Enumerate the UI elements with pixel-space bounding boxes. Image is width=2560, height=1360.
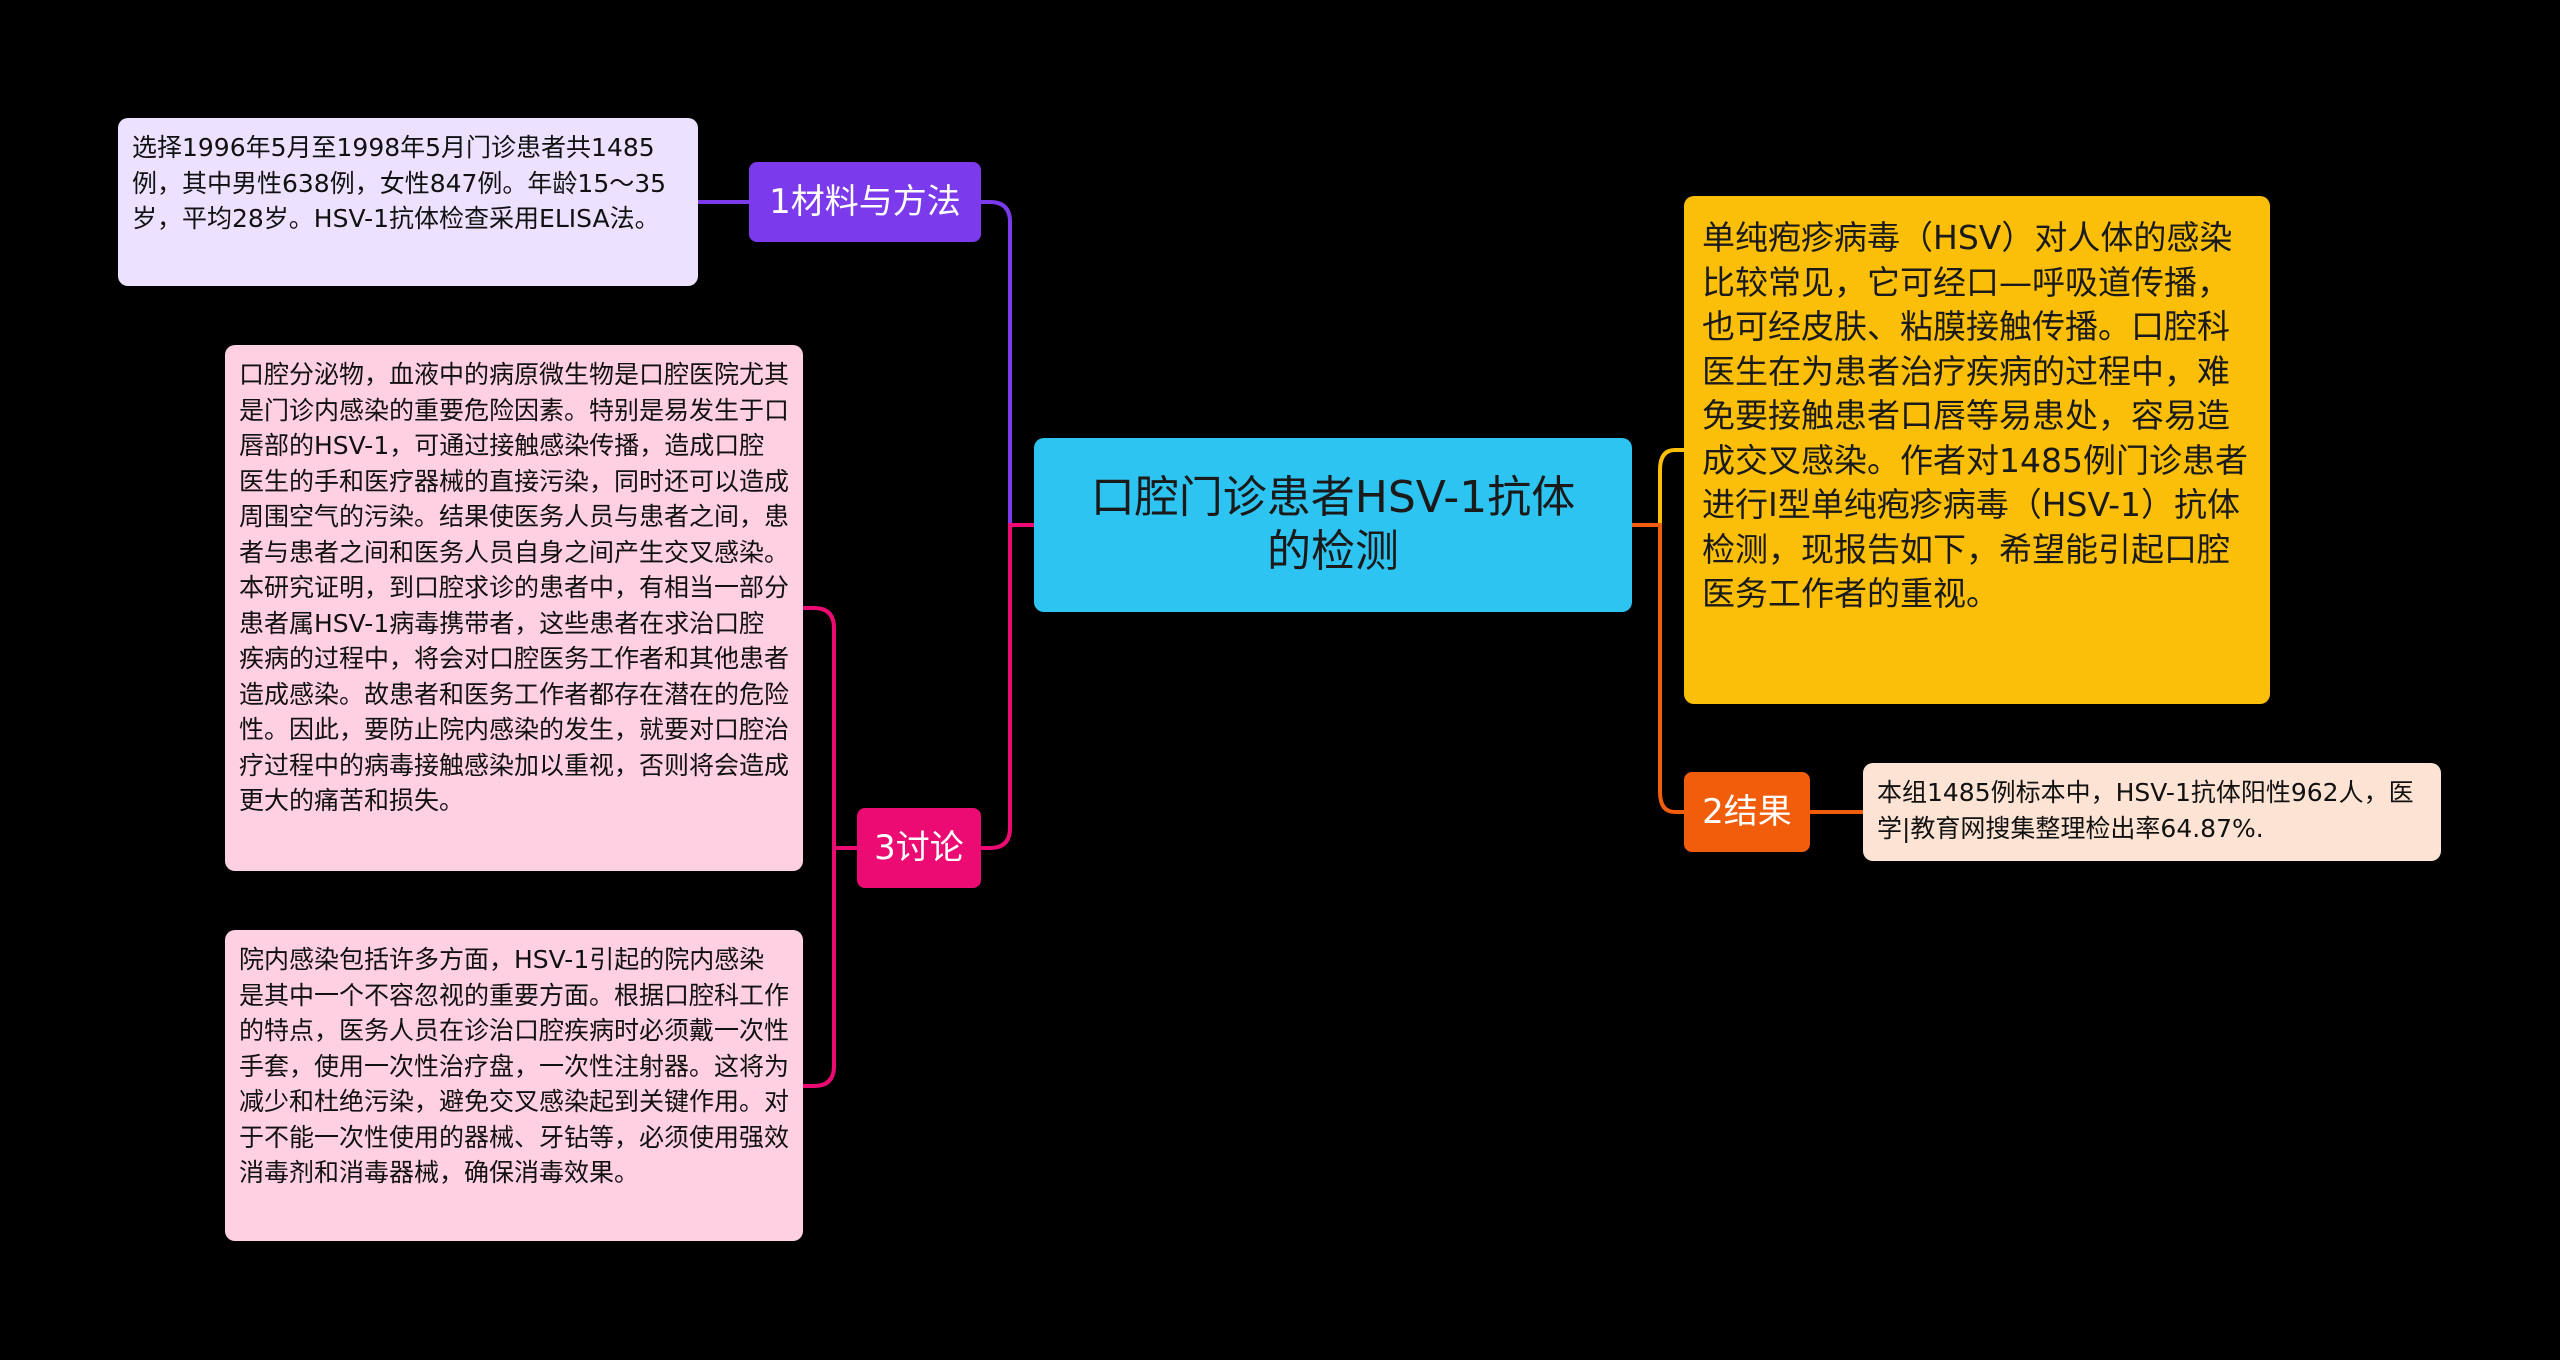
link-root-discussion: [981, 523, 1034, 850]
intro-note-text: 单纯疱疹病毒（HSV）对人体的感染比较常见，它可经口—呼吸道传播，也可经皮肤、粘…: [1702, 218, 2248, 613]
topic-discussion[interactable]: 3讨论: [857, 808, 981, 888]
topic-result[interactable]: 2结果: [1684, 772, 1810, 852]
link-root-method: [981, 200, 1034, 527]
leaf-discussion-1[interactable]: 口腔分泌物，血液中的病原微生物是口腔医院尤其是门诊内感染的重要危险因素。特别是易…: [225, 345, 803, 871]
leaf-method-text: 选择1996年5月至1998年5月门诊患者共1485例，其中男性638例，女性8…: [132, 133, 667, 233]
topic-method-label: 1材料与方法: [769, 182, 961, 222]
topic-result-label: 2结果: [1702, 792, 1792, 832]
link-discussion-leaf2: [803, 846, 857, 1088]
topic-discussion-label: 3讨论: [874, 828, 964, 868]
link-discussion-leaf1: [803, 606, 857, 850]
root-topic-label: 口腔门诊患者HSV-1抗体的检测: [1090, 472, 1576, 577]
topic-method[interactable]: 1材料与方法: [749, 162, 981, 242]
leaf-discussion-2[interactable]: 院内感染包括许多方面，HSV-1引起的院内感染是其中一个不容忽视的重要方面。根据…: [225, 930, 803, 1241]
leaf-discussion-2-text: 院内感染包括许多方面，HSV-1引起的院内感染是其中一个不容忽视的重要方面。根据…: [239, 945, 790, 1187]
leaf-method-detail[interactable]: 选择1996年5月至1998年5月门诊患者共1485例，其中男性638例，女性8…: [118, 118, 698, 286]
intro-note[interactable]: 单纯疱疹病毒（HSV）对人体的感染比较常见，它可经口—呼吸道传播，也可经皮肤、粘…: [1684, 196, 2270, 704]
leaf-discussion-1-text: 口腔分泌物，血液中的病原微生物是口腔医院尤其是门诊内感染的重要危险因素。特别是易…: [239, 360, 790, 815]
leaf-result-text: 本组1485例标本中，HSV-1抗体阳性962人，医学|教育网搜集整理检出率64…: [1877, 778, 2414, 843]
root-topic[interactable]: 口腔门诊患者HSV-1抗体的检测: [1034, 438, 1632, 612]
link-root-intro: [1632, 448, 1684, 527]
link-root-result: [1632, 523, 1684, 814]
leaf-result-detail[interactable]: 本组1485例标本中，HSV-1抗体阳性962人，医学|教育网搜集整理检出率64…: [1863, 763, 2441, 861]
